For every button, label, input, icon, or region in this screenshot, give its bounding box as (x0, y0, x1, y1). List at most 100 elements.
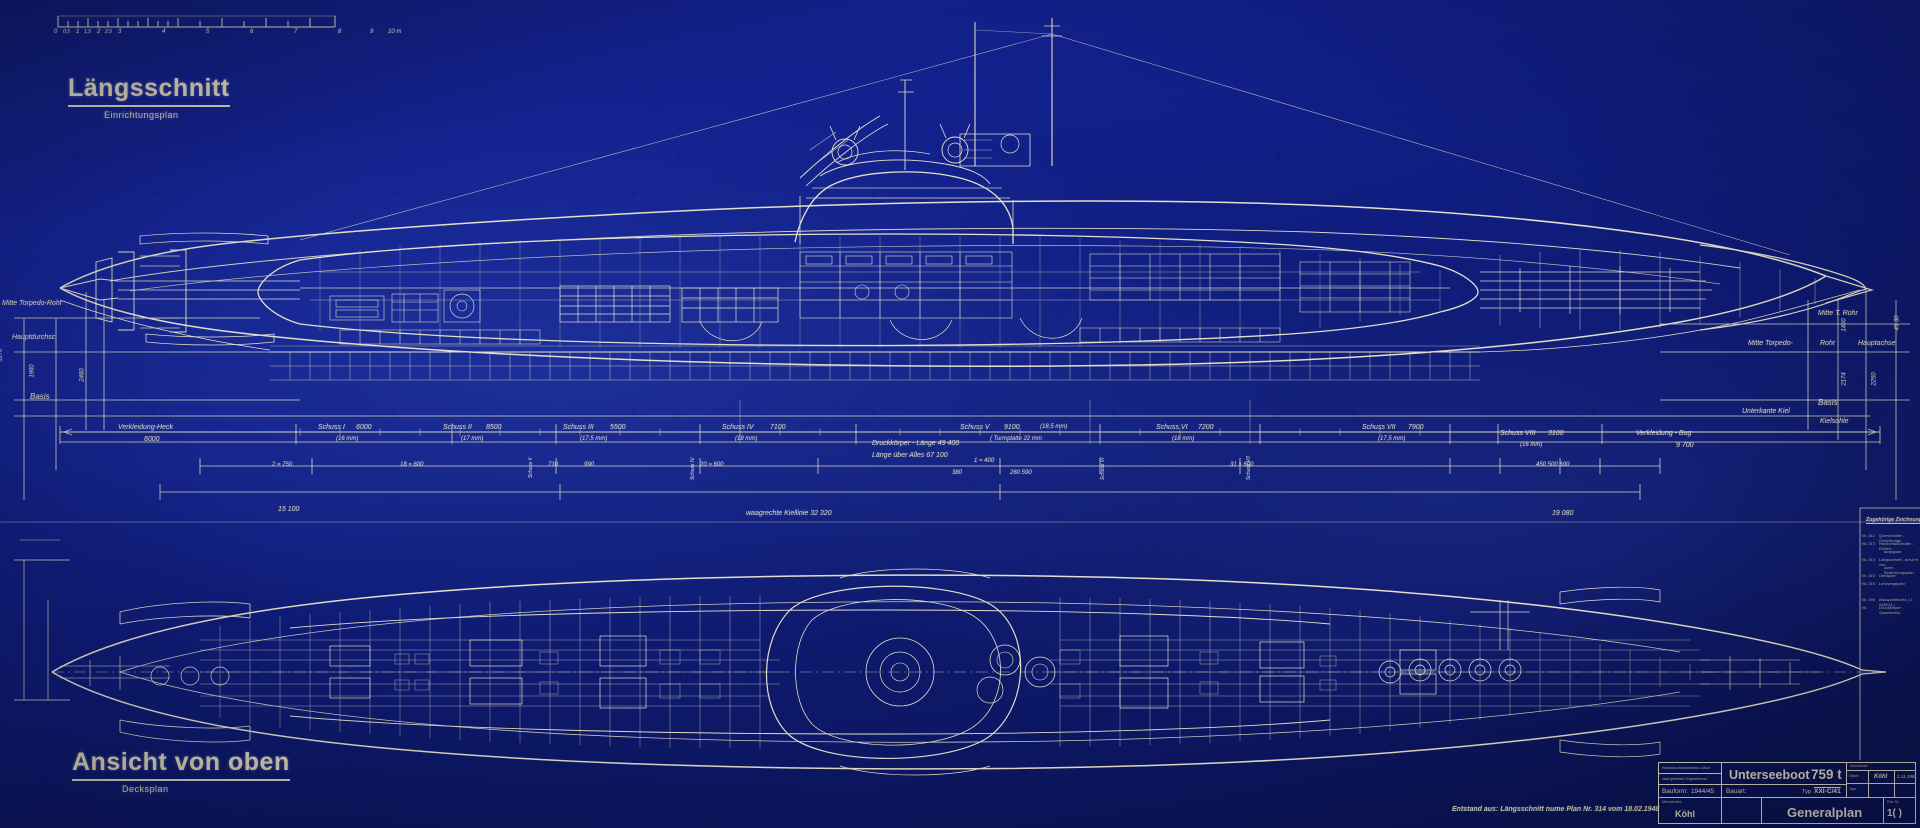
bauform-value: 1944/45 (1691, 788, 1715, 795)
label-kielsohle: Kielsohle (1820, 418, 1849, 425)
section-len-4: 7100 (770, 424, 786, 431)
legend-row: Nr. Druckkörper - Spantenriss (1862, 605, 1920, 615)
legend-nr: Nr. (1862, 605, 1868, 610)
dim-left-1960: 1960 (29, 364, 36, 378)
section-len-8: 3100 (1548, 430, 1564, 437)
plan-nr-value: 1( ) (1887, 808, 1902, 819)
scale-tick-5: 5 (206, 29, 210, 35)
label-unterkante-kiel: Unterkante Kiel (1742, 408, 1790, 415)
scale-tick-15: 1,5 (84, 29, 91, 35)
scale-tick-4: 4 (162, 29, 166, 35)
datum-label: Datum (1849, 774, 1859, 778)
typ-value: XXI-C/41 (1814, 788, 1841, 795)
legend-text: Horizontalschnitte - Einrich- (1879, 541, 1914, 551)
title-block-cell-bauart (1722, 785, 1847, 798)
scale-tick-25: 2,5 (105, 29, 112, 35)
gepr-label: Gepr. (1849, 787, 1858, 791)
dimension-framework-top (14, 290, 1910, 500)
chain-dim-8: 450 500 600 (1536, 462, 1570, 468)
right-header: Gezeichnet: (1850, 764, 1869, 768)
title-block: Hauptaus charakteristics u-Boot nach get… (1658, 762, 1916, 824)
title-block-cell-sheet-title (1762, 798, 1884, 823)
section-plate-2: (17 mm) (461, 436, 484, 442)
section-len-3: 5500 (610, 424, 626, 431)
note-verkleidung-heck: Verkleidung-Heck (118, 424, 173, 431)
scale-tick-7: 7 (294, 29, 298, 35)
view-title-plan: Ansicht von oben (72, 748, 290, 781)
legend-row: Nr. 315 Deckplan (1862, 573, 1920, 581)
view-title-longitudinal: Längsschnitt (68, 74, 230, 107)
section-plate-7: (17,5 mm) (1378, 436, 1406, 442)
dim-left-2460: 2460 (79, 368, 86, 382)
chain-dim-small-2: 260 590 (1010, 470, 1032, 476)
legend-nr: Nr. 312 (1862, 533, 1875, 538)
chain-dim-small-1: 1 = 400 (974, 458, 995, 464)
title-block-cell-left-top (1659, 763, 1722, 774)
chain-dim-7: 31 × 600 (1230, 462, 1254, 468)
note-verkleidung-bug-len: 9 700 (1676, 442, 1694, 449)
legend-row: Nr. 314 Längsschnitt - Ansicht von (1862, 557, 1920, 567)
legend-row-spacer (1862, 589, 1920, 597)
label-rohr-right: Rohr (1820, 340, 1836, 347)
title-block-cell-bauform (1659, 785, 1722, 798)
legend-row: Nr. 316 Lenzwegeplan (1862, 581, 1920, 589)
section-name-4: Schuss IV (722, 424, 754, 431)
dim-left-1170: 1170 (0, 348, 4, 362)
section-len-6: 7200 (1198, 424, 1214, 431)
label-basis-left: Basis (30, 392, 50, 401)
section-plate-4: (18 mm) (735, 436, 758, 442)
plan-nr-label: Plan Nr.: (1887, 800, 1901, 804)
legend-text: tungsplan (1884, 549, 1902, 554)
turret-plate-note: ( Turmplatte 22 mm (990, 436, 1042, 442)
legend-row: Nr. 312 Querschnitte - Einrichtungs (1862, 533, 1920, 543)
legend-text: oben - Einrichtungsplan (1884, 565, 1914, 575)
typ-label: Typ (1802, 789, 1812, 795)
bauform-label: Bauform: (1662, 788, 1688, 795)
dim-right-2250: 2250 (1871, 372, 1878, 386)
datum-date: 2.11.1984 (1897, 774, 1916, 779)
title-block-cell-ueberarbeitet (1659, 798, 1722, 823)
legend-nr: Nr. 306 (1862, 597, 1875, 602)
title-block-cell-datum-date (1895, 771, 1915, 784)
legend-text: Längsschnitt - Ansicht von (1879, 557, 1918, 567)
note-verkleidung-bug: Verkleidung - Bug (1636, 430, 1692, 437)
datum-signature: Köhl (1874, 774, 1888, 780)
section-plate-1: (16 mm) (336, 436, 359, 442)
scale-tick-3: 3 (118, 29, 122, 35)
dim-right-4530: 45 30 (1894, 315, 1901, 331)
legend-text: Querschnitte - Einrichtungs (1879, 533, 1905, 543)
scale-tick-0: 0 (54, 29, 58, 35)
section-len-5: 9100 (1004, 424, 1020, 431)
section-plate-5: (18,5 mm) (1040, 424, 1068, 430)
label-mitte-torpedo-rohr-left: Mitte Torpedo-Rohr (2, 300, 63, 307)
dim-right-2174: 2174 (1841, 372, 1848, 386)
title-block-cell-left-mid (1659, 774, 1722, 785)
designer-name: Köhl (1675, 809, 1695, 819)
section-name-7: Schuss VII (1362, 424, 1396, 431)
legend-nr: Nr. 313 (1862, 541, 1875, 546)
dim-baseline-right: 19 080 (1552, 510, 1574, 517)
scale-tick-2: 2 (97, 29, 101, 35)
dimension-framework-bottom (14, 559, 1530, 701)
note-druckkoerper-laenge: Druckkörper - Länge 49 400 (872, 440, 960, 447)
longitudinal-section-drawing (59, 18, 1875, 381)
label-basis-right: Basis (1818, 398, 1838, 407)
scale-tick-05: 0,5 (63, 29, 70, 35)
ship-type: Unterseeboot (1729, 768, 1810, 782)
title-block-small-2: nach getrieben Originalformat (1662, 777, 1707, 781)
label-hauptachse: Hauptachse (1858, 340, 1896, 347)
view-subtitle-longitudinal: Einrichtungsplan (104, 110, 179, 120)
section-plate-3: (17,5 mm) (580, 436, 608, 442)
chain-dim-3: 710 (548, 462, 559, 468)
displacement: 759 t (1811, 767, 1842, 782)
schuss-mark-7: Schuss VII (1246, 456, 1252, 480)
legend-text: Lenzwegeplan (1879, 581, 1905, 586)
chain-dim-4: 990 (584, 462, 595, 468)
chain-dim-1: 2 = 750 (272, 462, 293, 468)
title-block-cell-gepr (1847, 784, 1869, 798)
legend-row: Nr. 313 Horizontalschnitte - Einrich- (1862, 541, 1920, 551)
title-block-small-1: Hauptaus charakteristics u-Boot (1662, 766, 1711, 770)
bauart-label: Bauart: (1726, 788, 1747, 795)
